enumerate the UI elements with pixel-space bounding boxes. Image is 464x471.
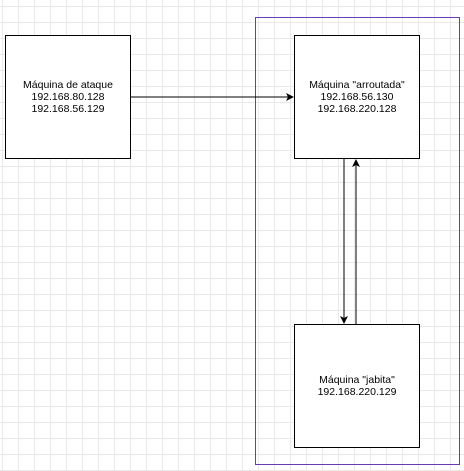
node-router-title: Máquina "arroutada" [309, 79, 405, 91]
node-attack-ip-1: 192.168.80.128 [31, 91, 105, 103]
network-group-border[interactable] [255, 17, 460, 465]
node-jabita-title: Máquina "jabita" [319, 374, 395, 386]
node-attack-title: Máquina de ataque [23, 79, 113, 91]
node-jabita-machine[interactable]: Máquina "jabita" 192.168.220.129 [294, 324, 420, 448]
node-jabita-label: Máquina "jabita" 192.168.220.129 [318, 374, 397, 398]
node-attack-label: Máquina de ataque 192.168.80.128 192.168… [23, 79, 113, 115]
node-router-machine[interactable]: Máquina "arroutada" 192.168.56.130 192.1… [294, 35, 420, 159]
node-router-label: Máquina "arroutada" 192.168.56.130 192.1… [309, 79, 405, 115]
node-router-ip-2: 192.168.220.128 [317, 103, 397, 115]
node-attack-ip-2: 192.168.56.129 [31, 103, 105, 115]
node-attack-machine[interactable]: Máquina de ataque 192.168.80.128 192.168… [5, 35, 131, 159]
node-router-ip-1: 192.168.56.130 [320, 91, 394, 103]
node-jabita-ip-1: 192.168.220.129 [317, 386, 397, 398]
